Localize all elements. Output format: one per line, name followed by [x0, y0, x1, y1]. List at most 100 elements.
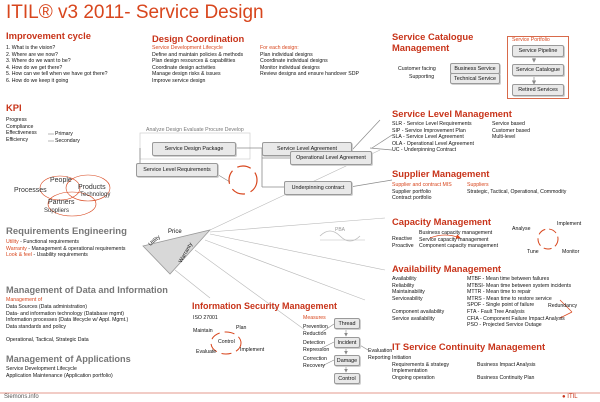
list-item: Requirements & strategy	[392, 361, 450, 368]
redundancy-label: Redundancy	[548, 303, 578, 309]
list-item: Service availability	[392, 315, 435, 322]
list-item: Coordinate design activities	[152, 64, 216, 71]
service-pipeline-box: Service Pipeline	[512, 45, 564, 57]
service-catalogue-box: Service Catalogue	[512, 64, 564, 76]
capacity-proactive: Proactive	[392, 243, 414, 249]
service-portfolio-frame	[507, 36, 569, 99]
list-item: 1. What is the vision?	[6, 45, 56, 51]
security-plan: Plan	[236, 325, 247, 331]
apps-heading: Management of Applications	[6, 354, 131, 364]
list-item: Component capacity management	[419, 243, 499, 250]
availability-heading: Availability Management	[392, 263, 502, 274]
list-item: Data standards and policy	[6, 323, 66, 330]
requirements-heading: Requirements Engineering	[6, 226, 127, 237]
list-item: SIP - Service Improvement Plan	[392, 127, 466, 134]
list-item: Plan individual designs	[260, 51, 313, 58]
list-item: Maintainability	[392, 289, 425, 296]
footer-siemons: Siemons.info	[4, 394, 39, 400]
list-item: Monitor individual designs	[260, 64, 320, 71]
list-item: Service capacity management	[419, 236, 489, 243]
service-portfolio-label: Service Portfolio	[512, 37, 550, 43]
list-item: 4. How do we get there?	[6, 64, 63, 71]
availability-right-list: MTBF - Mean time between failures MTBSI-…	[467, 276, 571, 329]
venn-products: Products	[78, 184, 106, 191]
data-mgmt-sub: Management of	[6, 297, 43, 303]
list-item: Ongoing operation	[392, 374, 435, 381]
supporting-label: Supporting	[409, 74, 435, 80]
measures-label: Measures	[303, 315, 326, 321]
list-item: 3. Where do we want to be?	[6, 58, 71, 65]
capacity-list: Business capacity management Service cap…	[419, 230, 498, 250]
list-item: Contract portfolio	[392, 195, 432, 202]
list-item: OLA - Operational Level Agreement	[392, 140, 474, 147]
service-level-requirements-box: Service Level Requirements	[136, 163, 218, 177]
list-item: 2. Where are we now?	[6, 51, 58, 58]
capacity-analyse: Analyse	[512, 226, 531, 232]
damage-box: Damage	[334, 355, 360, 366]
list-item: SLR - Service Level Requirements	[392, 121, 472, 127]
list-item: Warranty - Management & operational requ…	[6, 245, 126, 252]
data-mgmt-footer: Operational, Tactical, Strategic Data	[6, 337, 89, 343]
list-item: MTBF - Mean time between failures	[467, 276, 550, 282]
kpi-primary: Primary	[55, 131, 73, 137]
slm-right-list: Service based Customer based Multi-level	[492, 121, 530, 141]
list-item: Efficiency	[6, 136, 29, 143]
list-item: Supplier portfolio	[392, 188, 431, 195]
list-item: Reduction	[303, 330, 327, 337]
list-item: Improve service design	[152, 77, 206, 84]
itscm-right-list: Business Impact Analysis Business Contin…	[477, 362, 536, 381]
availability-left-list: Availability Reliability Maintainability…	[392, 276, 444, 322]
slm-heading: Service Level Management	[392, 108, 512, 119]
list-item: UC - Underpinning Contract	[392, 147, 457, 154]
list-item: FTA - Fault Tree Analysis	[467, 308, 525, 315]
list-item: Service based	[492, 121, 525, 127]
list-item: Strategic, Tactical, Operational, Commod…	[467, 188, 567, 195]
underpinning-contract-box: Underpinning contract	[284, 181, 352, 195]
list-item	[392, 302, 444, 309]
list-item: Business Continuity Plan	[477, 374, 535, 381]
thread-box: Thread	[334, 318, 360, 329]
security-measures-list: Prevention Reduction Detection Repressio…	[303, 324, 329, 370]
list-item: Implementation	[392, 368, 428, 375]
list-item: Correction	[303, 356, 327, 363]
list-item: SLA - Service Level Agreement	[392, 134, 464, 141]
list-item: CFIA - Component Failure Impact Analysis	[467, 315, 565, 322]
kpi-heading: KPI	[6, 102, 22, 113]
list-item: Review designs and ensure handover SDP	[260, 71, 359, 78]
venn-suppliers: Suppliers	[44, 208, 70, 214]
triangle-price: Price	[168, 229, 182, 235]
itil-logo-icon: ● ITIL	[562, 394, 578, 400]
venn-partners: Partners	[48, 199, 75, 206]
list-item: Availability	[392, 276, 417, 282]
security-evaluate: Evaluate	[196, 349, 217, 355]
service-catalogue-heading: Service Catalogue Management	[392, 31, 474, 53]
list-item: Define and maintain policies & methods	[152, 51, 244, 58]
list-item: Multi-level	[492, 134, 516, 141]
pba-label: PBA	[335, 227, 346, 233]
list-item: Customer based	[492, 127, 531, 134]
supplier-left-list: Supplier and contract MIS Supplier portf…	[392, 182, 452, 202]
venn-technology: Technology	[80, 192, 111, 198]
list-item: SPOF - Single point of failure	[467, 302, 535, 309]
data-mgmt-heading: Management of Data and Information	[6, 285, 168, 295]
requirements-list: Utility - Functional requirements Warran…	[6, 239, 125, 259]
capacity-monitor: Monitor	[562, 249, 580, 255]
list-item: Serviceability	[392, 295, 423, 302]
list-item: MTBSI- Mean time between system incident…	[467, 282, 572, 289]
list-item: Repression	[303, 346, 330, 353]
list-item: Plan design resources & capabilities	[152, 58, 236, 65]
list-item: Look & feel - Usability requirements	[6, 252, 88, 259]
list-item: Coordinate individual designs	[260, 58, 328, 65]
list-item: Reliability	[392, 282, 415, 289]
list-item: Recovery	[303, 362, 325, 369]
list-item: MTRS - Mean time to restore service	[467, 295, 552, 302]
reporting-label: Reporting	[368, 355, 391, 361]
evaluation-label: Evaluation	[368, 348, 393, 354]
capacity-tune: Tune	[527, 249, 539, 255]
list-item: Business capacity management	[419, 230, 493, 236]
design-coordination-left: Service Development Lifecycle Define and…	[152, 45, 244, 84]
list-item: Progress	[6, 117, 27, 123]
list-item: Data- and information technology (Databa…	[6, 310, 124, 317]
list-item: MTTR - Mean time to repair	[467, 289, 531, 296]
